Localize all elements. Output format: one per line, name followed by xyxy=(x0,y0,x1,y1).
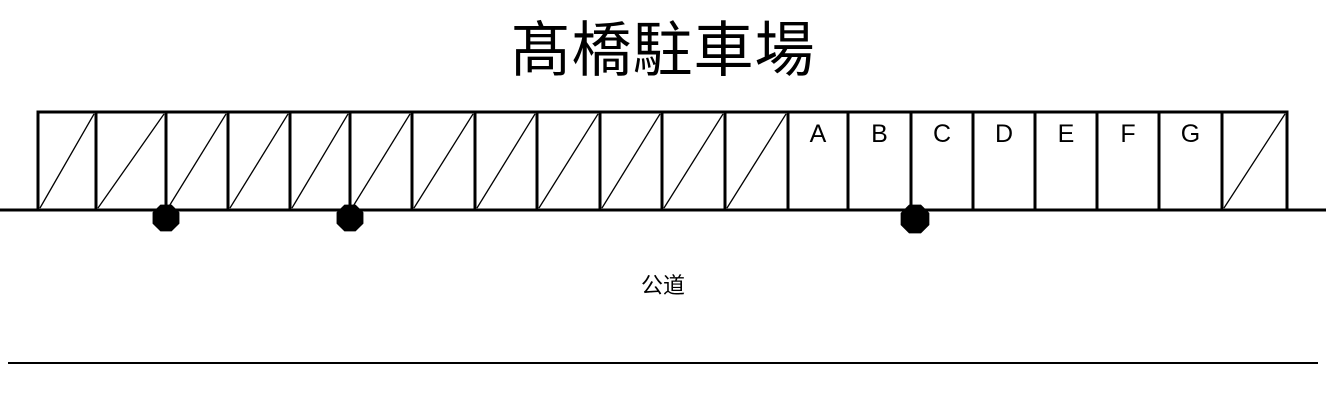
stall-diagonal-hatch xyxy=(39,113,95,209)
stall-cell[interactable] xyxy=(598,110,664,212)
stall-cells: A B C D E F G xyxy=(36,110,1289,212)
stall-cell[interactable] xyxy=(36,110,98,212)
public-road-label: 公道 xyxy=(640,274,685,299)
stall-diagonal-hatch xyxy=(663,113,724,209)
stall-label: D xyxy=(995,120,1013,148)
stall-cell[interactable] xyxy=(410,110,477,212)
stall-cell[interactable] xyxy=(226,110,292,212)
page-title: 髙橋駐車場 xyxy=(510,16,816,86)
stall-diagonal-hatch xyxy=(538,113,599,209)
stall-cell[interactable]: G xyxy=(1157,110,1224,212)
stall-cell[interactable]: A xyxy=(786,110,850,212)
stall-cell[interactable] xyxy=(164,110,230,212)
stall-label: A xyxy=(810,120,827,148)
stall-diagonal-hatch xyxy=(726,113,787,209)
stall-diagonal-hatch xyxy=(229,113,289,209)
stall-diagonal-hatch xyxy=(1223,113,1286,209)
stall-cell[interactable] xyxy=(723,110,790,212)
stall-label: G xyxy=(1181,120,1200,148)
stall-diagonal-hatch xyxy=(97,113,165,209)
stall-diagonal-hatch xyxy=(413,113,474,209)
stall-diagonal-hatch xyxy=(351,113,411,209)
stall-label: B xyxy=(871,120,888,148)
stall-cell[interactable] xyxy=(348,110,414,212)
stall-cell[interactable]: B xyxy=(846,110,913,212)
utility-pole-marker xyxy=(900,204,930,234)
stall-diagonal-hatch xyxy=(291,113,349,209)
stall-cell[interactable] xyxy=(535,110,602,212)
utility-pole-marker xyxy=(336,204,364,232)
stall-cell[interactable]: C xyxy=(909,110,975,212)
stall-label: E xyxy=(1058,120,1075,148)
stall-cell[interactable] xyxy=(473,110,539,212)
stall-cell[interactable] xyxy=(1220,110,1289,212)
stall-diagonal-hatch xyxy=(601,113,661,209)
stall-cell[interactable] xyxy=(288,110,352,212)
stall-cell[interactable]: D xyxy=(971,110,1037,212)
stall-cell[interactable] xyxy=(660,110,727,212)
utility-pole-marker xyxy=(152,204,180,232)
stall-label: F xyxy=(1120,120,1135,148)
utility-pole-markers xyxy=(152,204,930,234)
stall-diagonal-hatch xyxy=(476,113,536,209)
stall-cell[interactable] xyxy=(94,110,168,212)
stall-label: C xyxy=(933,120,951,148)
stall-diagonal-hatch xyxy=(167,113,227,209)
stall-cell[interactable]: F xyxy=(1095,110,1161,212)
stall-cell[interactable]: E xyxy=(1033,110,1099,212)
